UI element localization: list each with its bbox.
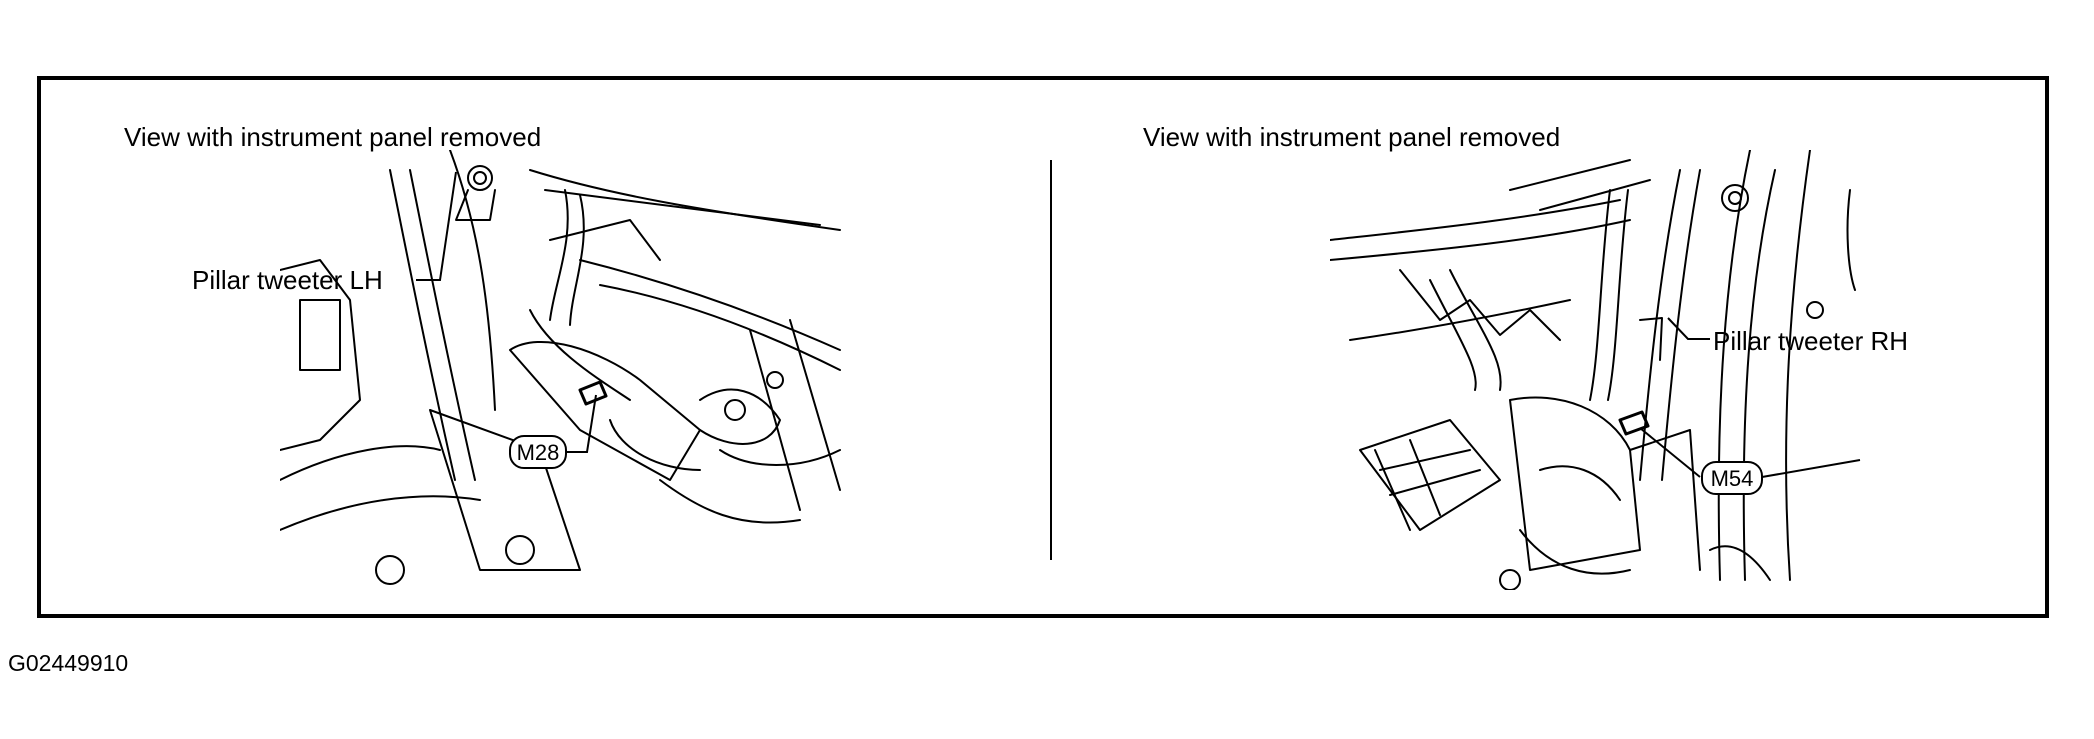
right-dash-illustration bbox=[1330, 150, 1856, 590]
view-divider bbox=[1050, 160, 1052, 560]
figure-frame bbox=[37, 76, 2049, 618]
left-connector-label: M28 bbox=[517, 440, 560, 465]
left-callout-label: Pillar tweeter LH bbox=[192, 265, 383, 295]
left-dash-illustration bbox=[280, 150, 841, 585]
left-connector-badge: M28 bbox=[509, 435, 567, 469]
right-view-title: View with instrument panel removed bbox=[1143, 122, 1561, 152]
figure-id: G02449910 bbox=[8, 650, 129, 676]
left-view-title: View with instrument panel removed bbox=[124, 122, 542, 152]
right-callout-label: Pillar tweeter RH bbox=[1713, 326, 1909, 356]
right-connector-badge: M54 bbox=[1701, 461, 1763, 495]
right-connector-label: M54 bbox=[1711, 466, 1754, 491]
